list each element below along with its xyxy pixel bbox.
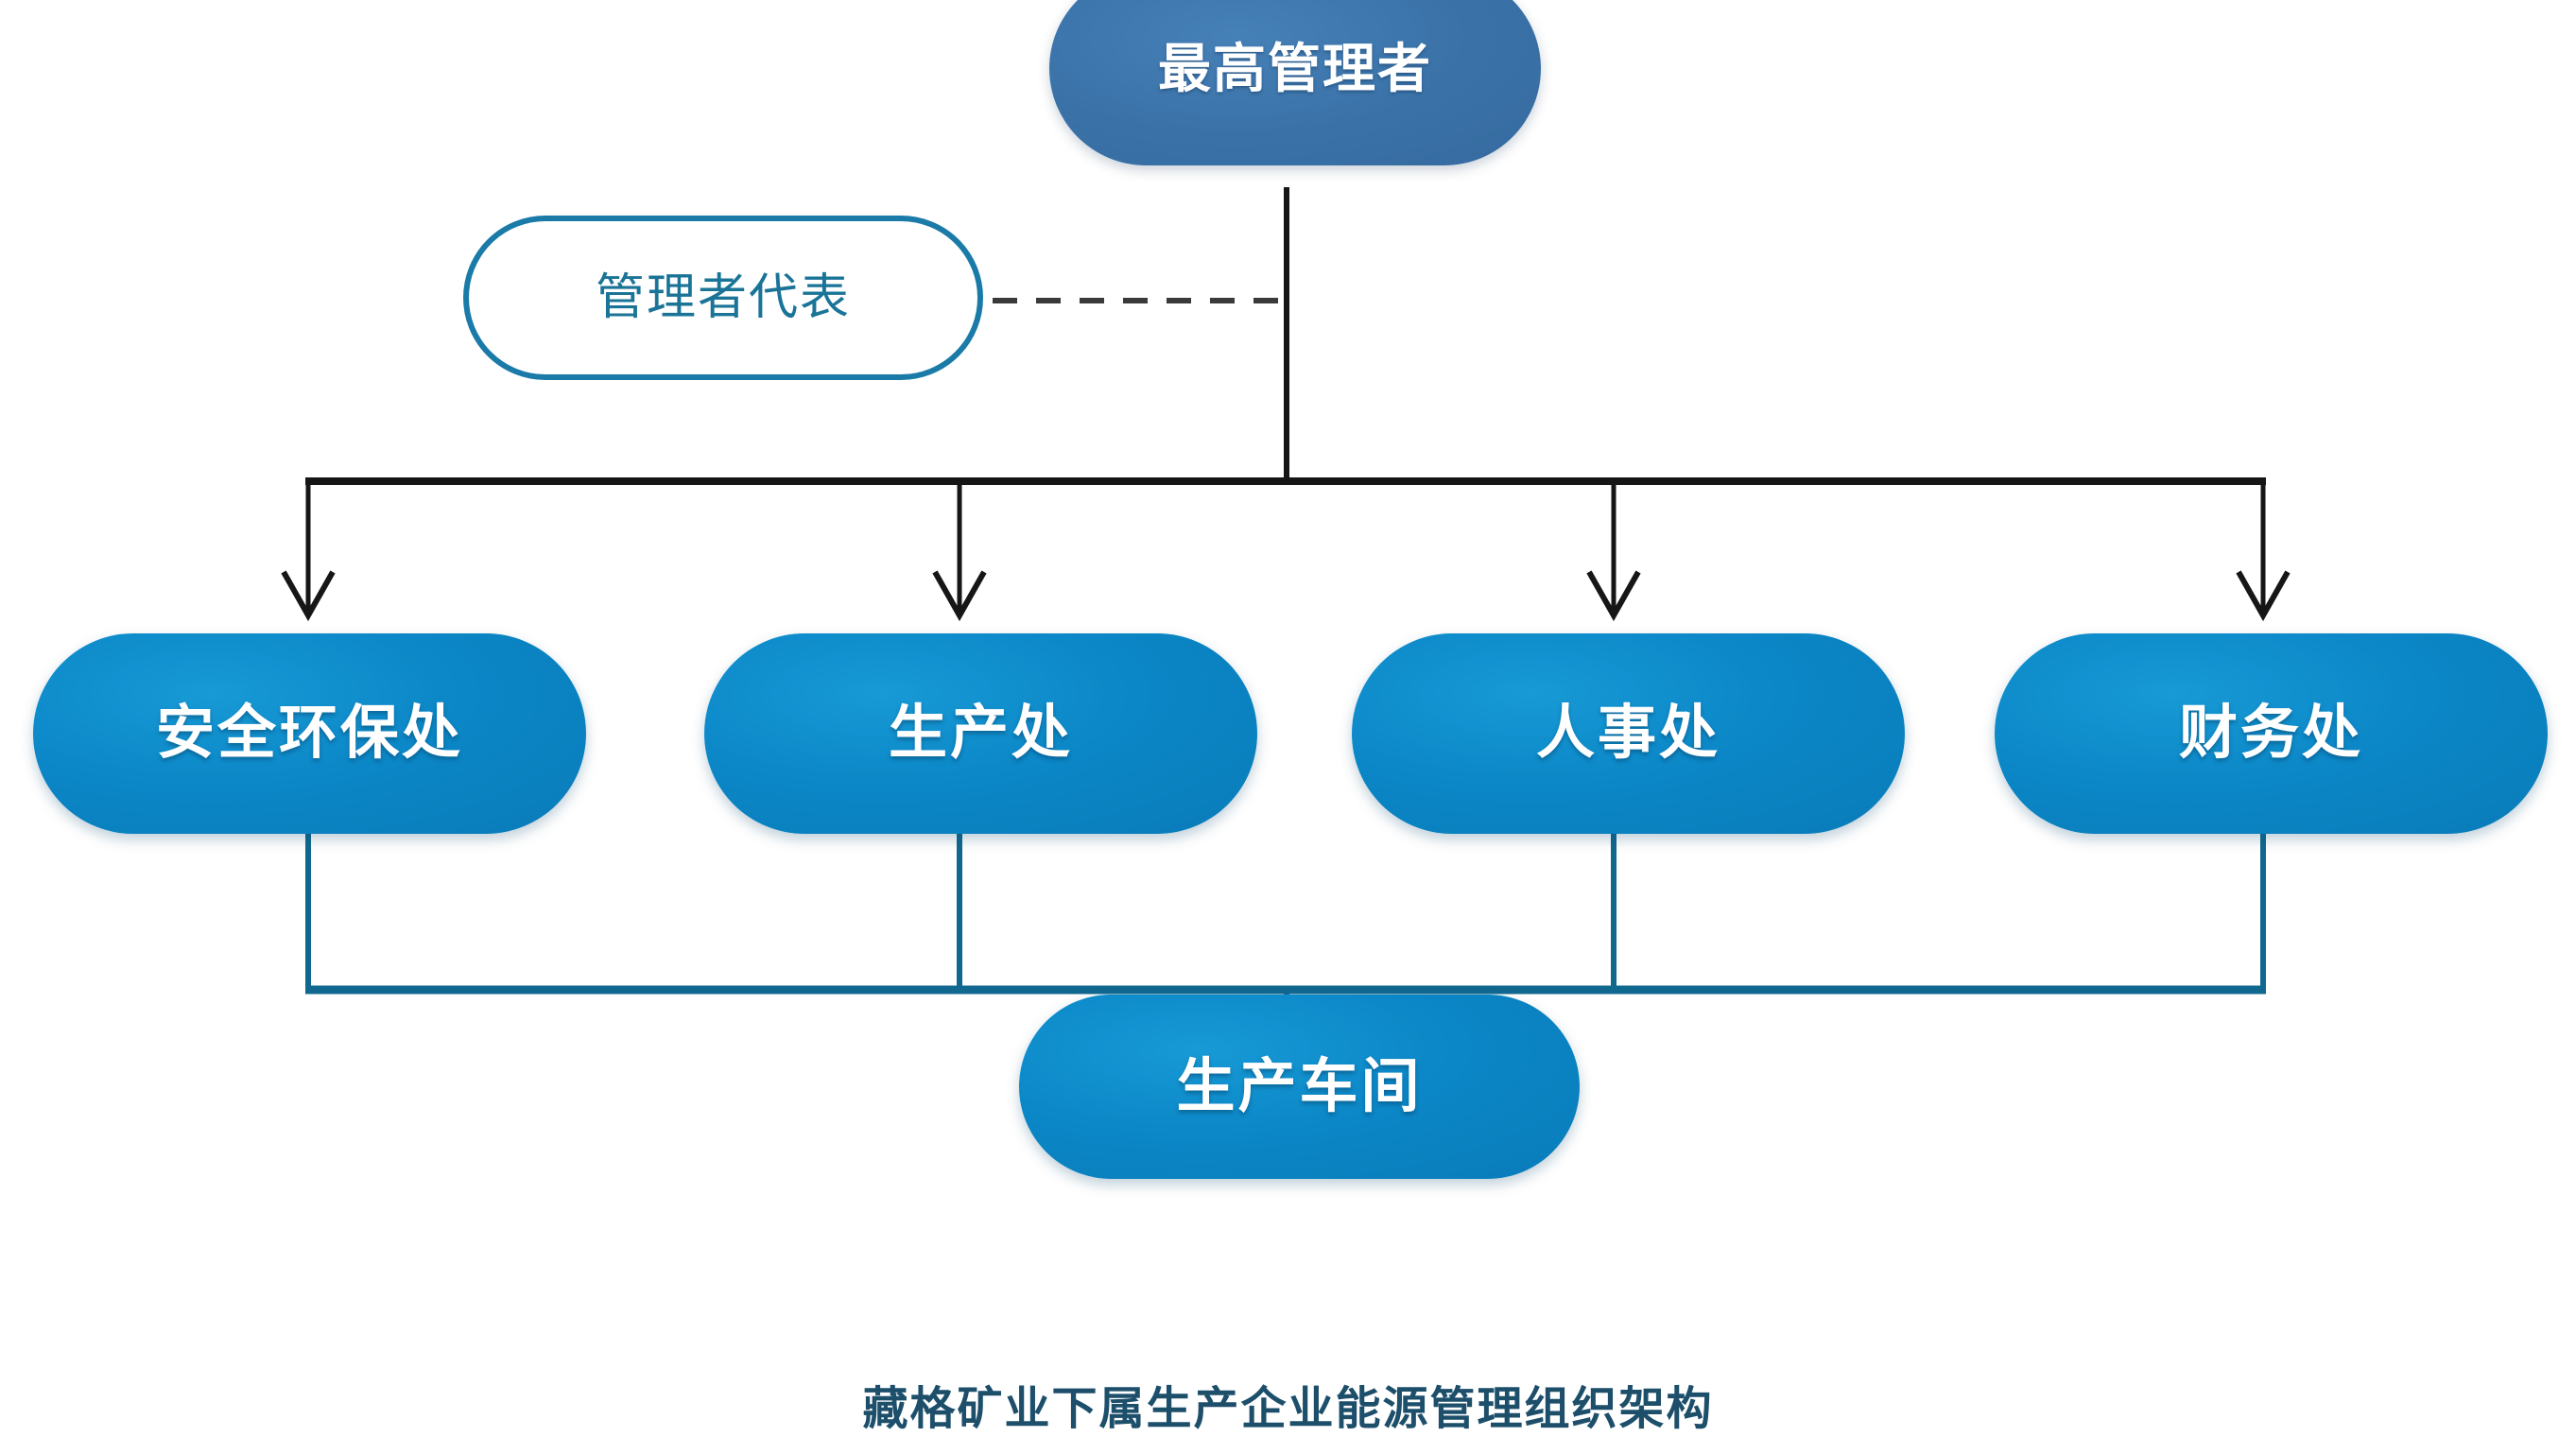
arrow-to-department-4	[2236, 481, 2291, 622]
node-department-personnel[interactable]: 人事处	[1352, 633, 1905, 834]
node-department-finance-label: 财务处	[2178, 701, 2363, 766]
node-department-personnel-label: 人事处	[1535, 701, 1720, 766]
node-production-workshop-label: 生产车间	[1176, 1053, 1423, 1119]
node-top-management-label: 最高管理者	[1158, 38, 1432, 98]
node-department-finance[interactable]: 财务处	[1995, 633, 2548, 834]
node-department-safety-environment-label: 安全环保处	[155, 701, 463, 766]
diagram-caption: 藏格矿业下属生产企业能源管理组织架构	[862, 1384, 1714, 1434]
arrow-to-department-1	[281, 481, 336, 622]
node-production-workshop[interactable]: 生产车间	[1019, 995, 1580, 1179]
node-top-management[interactable]: 最高管理者	[1049, 0, 1541, 165]
arrow-to-department-2	[932, 481, 987, 622]
node-department-production-label: 生产处	[888, 701, 1073, 766]
node-management-representative[interactable]: 管理者代表	[463, 216, 983, 380]
node-department-production[interactable]: 生产处	[704, 633, 1257, 834]
node-management-representative-label: 管理者代表	[595, 270, 851, 325]
arrow-to-department-3	[1586, 481, 1641, 622]
node-department-safety-environment[interactable]: 安全环保处	[33, 633, 586, 834]
